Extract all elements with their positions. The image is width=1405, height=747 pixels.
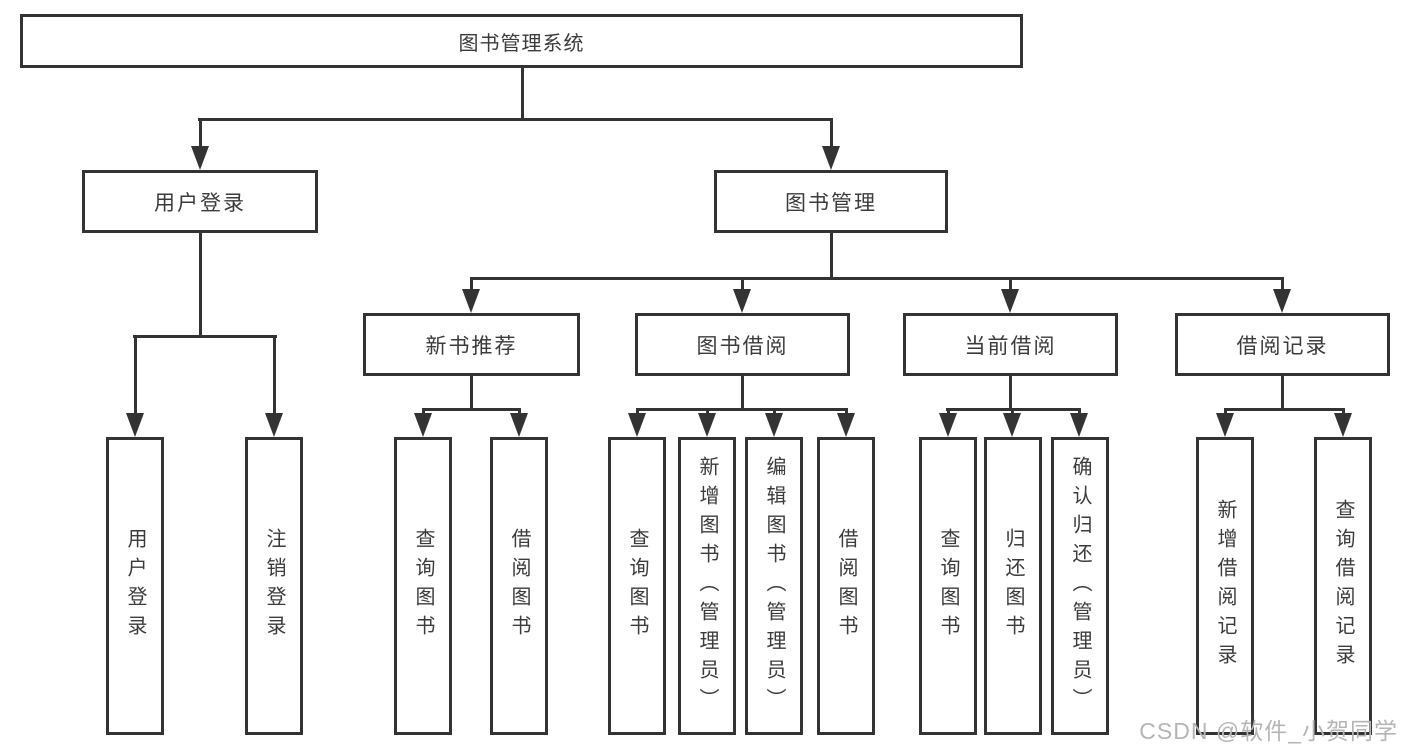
node-leaf-return-books-label: 归还图书 [1002,528,1024,644]
node-leaf-query-books-recommend: 查询图书 [394,437,452,735]
node-book-management-label: 图书管理 [785,191,877,215]
connector-drop [1011,408,1014,413]
connector-drop [518,408,521,413]
connector-stem [521,68,524,121]
node-book-borrowing: 图书借阅 [635,313,850,376]
connector-bus [470,277,1283,280]
connector-bus [198,118,833,121]
arrow-down-icon [414,413,432,437]
arrow-down-icon [510,413,528,437]
node-leaf-user-login: 用户登录 [106,437,164,735]
arrow-down-icon [733,289,751,313]
arrow-down-icon [698,413,716,437]
node-new-book-recommendation-label: 新书推荐 [425,334,518,358]
connector-drop [1281,277,1284,289]
connector-stem [1281,376,1284,411]
node-leaf-query-borrow-record-label: 查询借阅记录 [1332,499,1354,673]
arrow-down-icon [1003,413,1021,437]
node-leaf-add-books-admin-label: 新增图书（管理员） [696,455,718,717]
connector-drop [773,408,776,413]
connector-stem [741,376,744,411]
connector-stem [470,376,473,411]
arrow-down-icon [1216,413,1234,437]
node-user-login-label: 用户登录 [154,191,246,215]
node-new-book-recommendation: 新书推荐 [363,313,580,376]
connector-drop [134,335,137,413]
node-leaf-confirm-return-admin: 确认归还（管理员） [1051,437,1109,735]
node-leaf-borrow-books-recommend-label: 借阅图书 [508,528,530,644]
connector-drop [1078,408,1081,413]
arrow-down-icon [265,413,283,437]
connector-bus [133,335,277,338]
connector-bus [1224,408,1344,411]
node-leaf-edit-books-admin-label: 编辑图书（管理员） [763,455,785,717]
arrow-down-icon [822,146,840,170]
node-leaf-query-books-borrowing: 查询图书 [608,437,666,735]
node-leaf-confirm-return-admin-label: 确认归还（管理员） [1069,455,1091,717]
arrow-down-icon [765,413,783,437]
connector-bus [422,408,521,411]
connector-drop [1342,408,1345,413]
node-borrowing-records-label: 借阅记录 [1236,334,1329,358]
node-leaf-query-books-current: 查询图书 [919,437,977,735]
node-book-borrowing-label: 图书借阅 [696,334,789,358]
connector-drop [470,277,473,289]
node-leaf-query-borrow-record: 查询借阅记录 [1314,437,1372,735]
connector-bus [636,408,847,411]
node-library-management-system-label: 图书管理系统 [458,32,585,55]
node-leaf-borrow-books-borrowing-label: 借阅图书 [835,528,857,644]
node-library-management-system: 图书管理系统 [20,14,1023,68]
watermark-text: CSDN @软件_小贺同学 [1139,718,1398,744]
arrow-down-icon [126,413,144,437]
arrow-down-icon [1070,413,1088,437]
node-leaf-add-books-admin: 新增图书（管理员） [678,437,736,735]
node-leaf-borrow-books-recommend: 借阅图书 [490,437,548,735]
connector-drop [199,118,202,146]
arrow-down-icon [1001,289,1019,313]
connector-stem [1009,376,1012,411]
connector-drop [741,277,744,289]
connector-drop [845,408,848,413]
connector-drop [1009,277,1012,289]
node-leaf-user-login-label: 用户登录 [124,528,146,644]
node-leaf-add-borrow-record: 新增借阅记录 [1196,437,1254,735]
node-user-login: 用户登录 [82,170,318,233]
arrow-down-icon [1273,289,1291,313]
node-borrowing-records: 借阅记录 [1175,313,1390,376]
connector-drop [636,408,639,413]
connector-stem [199,233,202,338]
connector-drop [273,335,276,413]
node-current-borrowing-label: 当前借阅 [964,334,1057,358]
connector-drop [830,118,833,146]
arrow-down-icon [837,413,855,437]
arrow-down-icon [462,289,480,313]
node-leaf-borrow-books-borrowing: 借阅图书 [817,437,875,735]
node-leaf-edit-books-admin: 编辑图书（管理员） [745,437,803,735]
connector-drop [947,408,950,413]
node-leaf-logout-label: 注销登录 [263,528,285,644]
node-leaf-return-books: 归还图书 [984,437,1042,735]
connector-drop [1224,408,1227,413]
connector-drop [422,408,425,413]
arrow-down-icon [628,413,646,437]
arrow-down-icon [1334,413,1352,437]
node-leaf-add-borrow-record-label: 新增借阅记录 [1214,499,1236,673]
node-leaf-query-books-borrowing-label: 查询图书 [626,528,648,644]
connector-drop [706,408,709,413]
node-leaf-logout: 注销登录 [245,437,303,735]
arrow-down-icon [191,146,209,170]
node-book-management: 图书管理 [714,170,948,233]
node-current-borrowing: 当前借阅 [903,313,1118,376]
node-leaf-query-books-recommend-label: 查询图书 [412,528,434,644]
arrow-down-icon [939,413,957,437]
node-leaf-query-books-current-label: 查询图书 [937,528,959,644]
connector-stem [830,233,833,280]
